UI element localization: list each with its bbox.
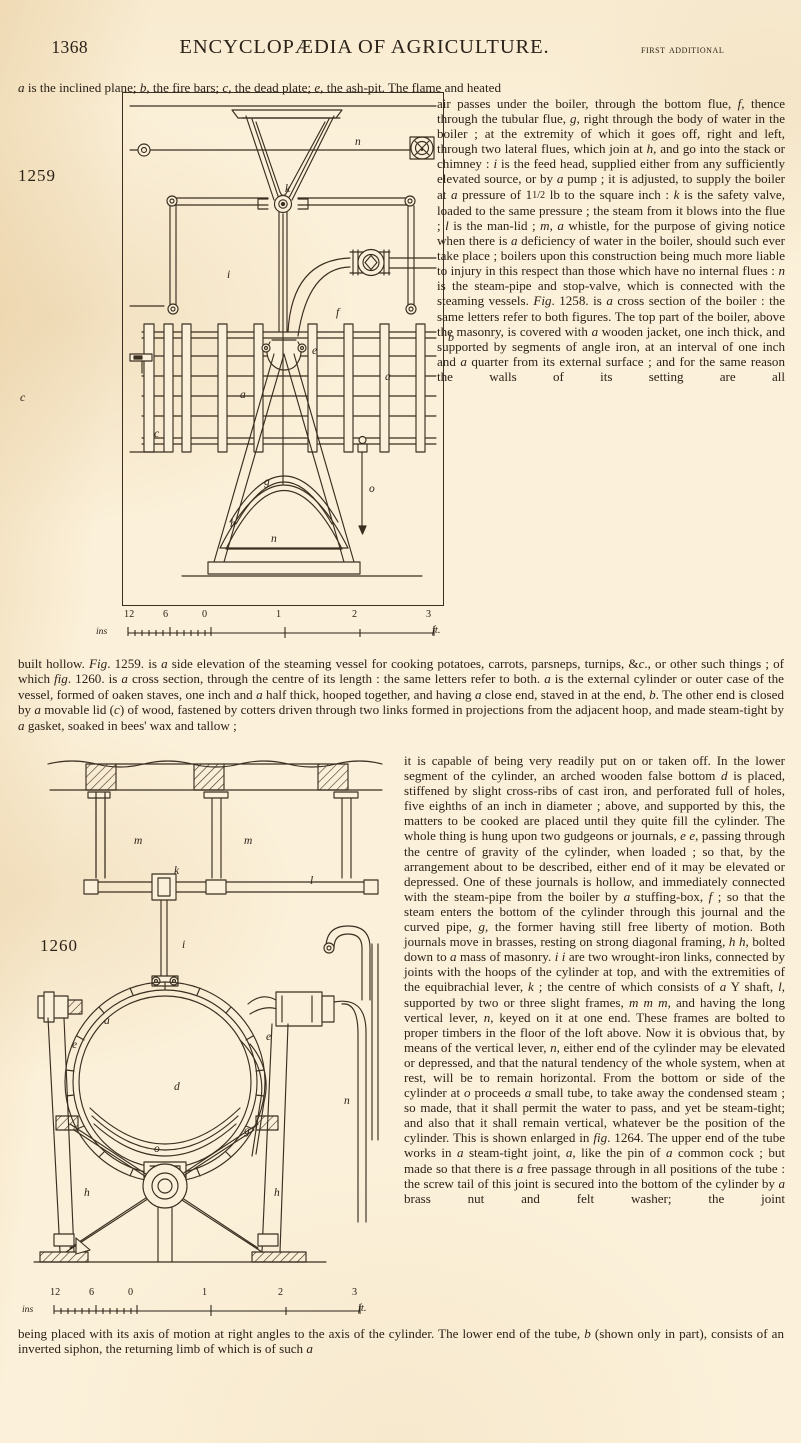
scale-1-tick-2ft: 2 — [352, 609, 358, 620]
figure-1259-key-i: i — [227, 269, 230, 281]
figure-1259-key-n-lower: n — [271, 533, 277, 545]
figure-1259-key-a-right: a — [385, 371, 391, 383]
scale-1-numbers: 12 6 0 1 2 3 — [110, 609, 440, 624]
figure-1259-key-a-left: a — [240, 389, 246, 401]
figure-1259-key-g: g — [264, 476, 270, 488]
running-subtitle: FIRST ADDITIONAL — [641, 43, 725, 56]
scale-1-tick-6: 6 — [163, 609, 169, 620]
middle-paragraph-block: built hollow. Fig. 1259. is a side eleva… — [18, 656, 784, 733]
scale-1-tick-0: 0 — [202, 609, 208, 620]
right-column-2-paragraph: it is capable of being very readily put … — [404, 753, 786, 1206]
figure-1260-key-m-right: m — [244, 835, 252, 847]
figure-1259-key-c: c — [154, 428, 159, 440]
figure-1259-key-f: f — [336, 307, 341, 319]
figure-1260-key-h-left: h — [84, 1187, 90, 1199]
figure-1259-key-k: k — [285, 183, 291, 195]
figure-number-1259: 1259 — [18, 166, 56, 185]
figure-1259-key-n: n — [355, 136, 361, 148]
middle-paragraph: built hollow. Fig. 1259. is a side eleva… — [18, 656, 784, 733]
figure-1260-key-e-left: e — [72, 1039, 77, 1051]
figure-1260-key-m-left: m — [134, 835, 142, 847]
figure-1260-key-a: a — [104, 1015, 110, 1027]
scale-1-tick-1ft: 1 — [276, 609, 282, 620]
figure-1260-key-k: k — [174, 865, 180, 877]
figure-1259-key-h: h — [230, 518, 236, 530]
scale-2-tick-3ft: 3 — [352, 1287, 358, 1298]
scale-2-tick-12: 12 — [50, 1287, 61, 1298]
scale-1-tick-12: 12 — [124, 609, 135, 620]
running-title: ENCYCLOPÆDIA OF AGRICULTURE. — [179, 36, 550, 58]
scale-2-numbers: 12 6 0 1 2 3 — [36, 1287, 366, 1302]
figure-1260-key-g: g — [244, 1125, 250, 1137]
figure-1259-key-o: o — [369, 483, 375, 495]
figure-1259-key-e: e — [312, 345, 317, 357]
scale-2-tick-2ft: 2 — [278, 1287, 284, 1298]
figure-1260-scale-bar: 12 6 0 1 2 3 ins ft. — [22, 1287, 366, 1326]
figure-1260-key-d: d — [174, 1081, 180, 1093]
figure-1260-key-n: n — [344, 1095, 350, 1107]
running-head: 1368 ENCYCLOPÆDIA OF AGRICULTURE. FIRST … — [0, 36, 801, 59]
right-column-text-block: air passes under the boiler, through the… — [437, 96, 785, 384]
figure-1259-key-c-outer: c — [20, 390, 26, 404]
right-column-2-text-block: it is capable of being very readily put … — [404, 753, 785, 1206]
scale-2-tick-0: 0 — [128, 1287, 134, 1298]
figure-1260-engraving: m m k l i a e e d g o h h n — [33, 760, 383, 1263]
scale-2-unit-ins: ins — [22, 1304, 34, 1315]
right-column-paragraph: air passes under the boiler, through the… — [437, 96, 786, 384]
figure-1260-key-e-right: e — [266, 1031, 271, 1043]
figure-1260-key-h-right: h — [274, 1187, 280, 1199]
figure-1259: n k k i f e a a c g n h o — [122, 92, 444, 606]
figure-1260-key-l: l — [310, 875, 313, 887]
page-folio-number: 1368 — [51, 37, 88, 57]
figure-1260-key-o: o — [154, 1143, 160, 1155]
figure-1259-engraving: n k k i f e a a c g n h o — [129, 105, 437, 577]
scale-1-unit-ins: ins — [96, 626, 108, 637]
figure-1260: m m k l i a e e d g o h h n — [26, 752, 392, 1298]
closing-paragraph: being placed with its axis of motion at … — [18, 1326, 784, 1357]
figure-1260-key-i: i — [182, 939, 185, 951]
closing-paragraph-block: being placed with its axis of motion at … — [18, 1326, 784, 1357]
scale-1-tick-3ft: 3 — [426, 609, 432, 620]
scale-2-tick-1ft: 1 — [202, 1287, 208, 1298]
scale-2-tick-6: 6 — [89, 1287, 95, 1298]
figure-1259-scale-bar: 12 6 0 1 2 3 ins ft. — [96, 609, 440, 650]
